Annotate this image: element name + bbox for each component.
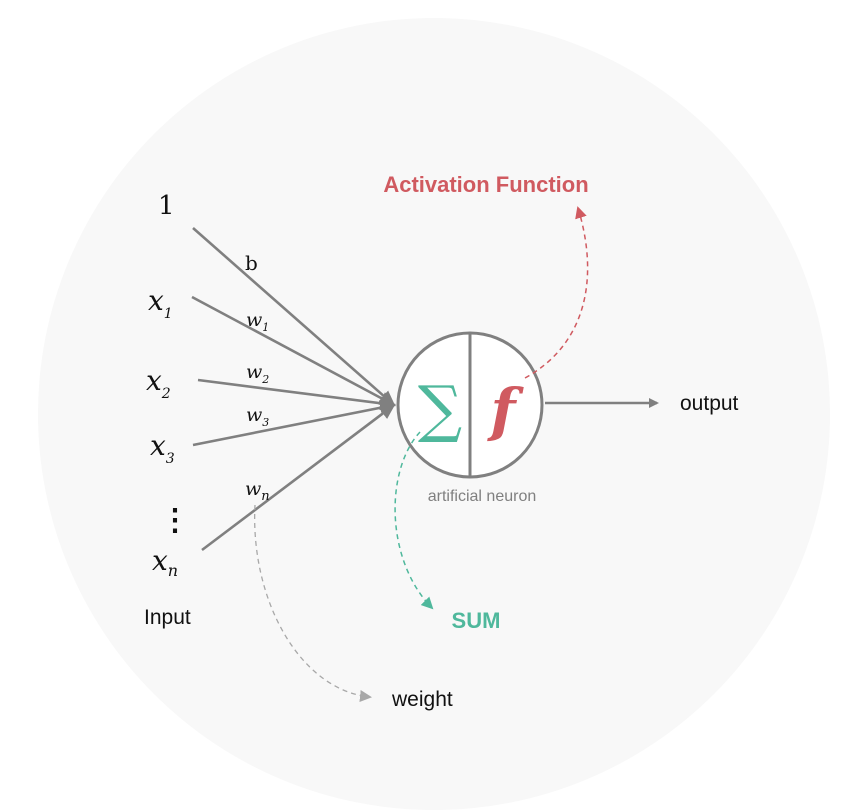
weight-pointer (254, 504, 372, 702)
x2-connection (197, 378, 396, 411)
weight-b: b (245, 251, 258, 275)
sum-symbol: ∑ (418, 372, 462, 445)
input-label: Input (144, 606, 191, 629)
activation-pointer (524, 206, 589, 379)
sum-label: SUM (452, 608, 501, 633)
output-label: output (680, 392, 739, 415)
weight-w3: w3 (246, 404, 269, 429)
input-ellipsis: ⋮ (160, 503, 190, 538)
input-x3: x3 (150, 429, 175, 467)
x1-connection (191, 295, 396, 407)
input-x1: x1 (148, 284, 173, 322)
weight-label: weight (391, 688, 453, 711)
activation-function-label: Activation Function (383, 172, 588, 197)
input-xn: xn (152, 544, 178, 580)
weight-w2: w2 (246, 361, 269, 386)
sum-pointer (394, 431, 434, 610)
xn-connection (201, 403, 396, 552)
weight-wn: wn (245, 478, 270, 504)
x3-connection (192, 400, 396, 447)
bias-connection (192, 227, 396, 407)
input-x2: x2 (146, 364, 171, 402)
neuron-label: artificial neuron (428, 488, 537, 505)
bias-input: 1 (158, 191, 175, 221)
weight-w1: w1 (246, 309, 269, 334)
